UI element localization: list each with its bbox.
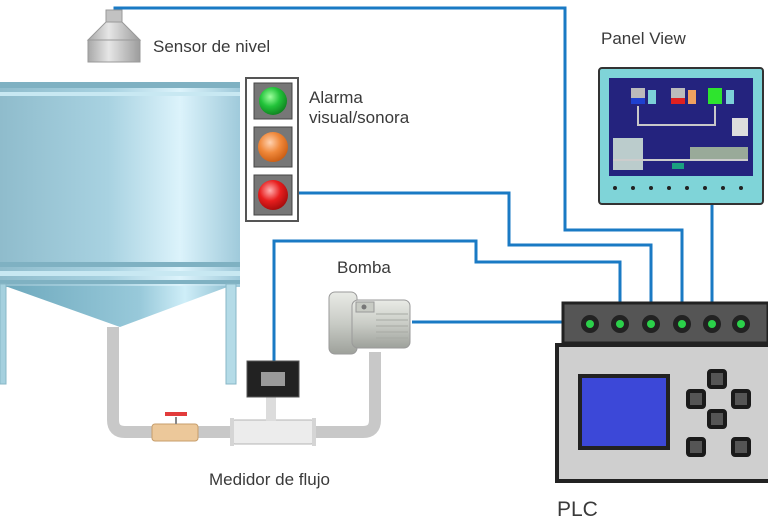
valve [151,412,199,442]
level-sensor [86,9,142,63]
alarm-label-line2: visual/sonora [309,108,410,127]
tank [0,82,240,385]
flow-meter [230,360,316,446]
alarm-label-line1: Alarma [309,88,363,107]
plc [555,301,768,483]
panel-view-label: Panel View [601,29,686,48]
alarm-light-green [259,87,287,115]
alarm-tower [245,77,299,222]
panel-view [598,67,764,205]
alarm-light-orange [258,132,288,162]
pump [328,291,411,355]
level-sensor-label: Sensor de nivel [153,37,271,56]
plc-terminals [581,315,750,333]
alarm-light-red [258,180,288,210]
wire-alarm-to-plc [298,191,653,322]
wire-flow-meter-to-plc [272,239,622,372]
wires [113,6,714,372]
plc-label: PLC [557,498,598,521]
wire-level-sensor-to-plc [113,6,684,322]
plc-screen [578,374,670,450]
pump-label: Bomba [337,258,391,277]
flow-meter-label: Medidor de flujo [209,470,330,489]
alarm-label: Alarma visual/sonora [309,88,409,128]
